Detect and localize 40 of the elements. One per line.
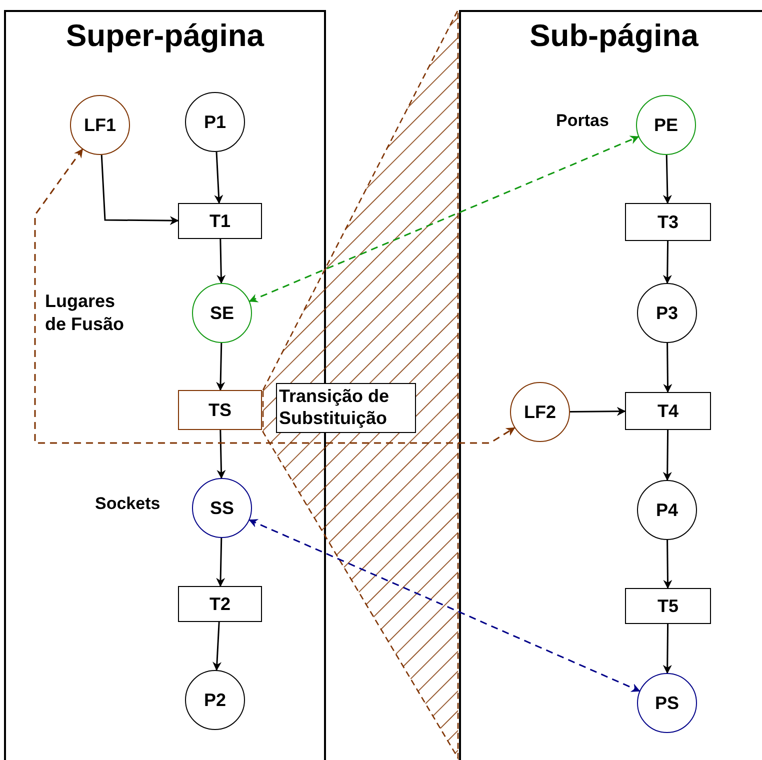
place-circle: P2 [185, 670, 245, 730]
arrow [662, 241, 672, 284]
place-circle: P1 [185, 92, 245, 152]
arrow [663, 540, 672, 589]
arrow [570, 406, 626, 416]
arrow [212, 622, 222, 671]
dashed-arrow [248, 519, 640, 692]
arrow [214, 152, 224, 204]
transition-box: T3 [625, 203, 711, 241]
panel-title: Super-página [64, 18, 266, 54]
transition-box: T2 [178, 586, 262, 622]
place-circle: LF1 [70, 95, 130, 155]
arrow [662, 430, 672, 481]
place-circle: SE [192, 283, 252, 343]
arrow [216, 538, 226, 587]
place-circle: SS [192, 478, 252, 538]
place-circle: P3 [637, 283, 697, 343]
place-circle: P4 [637, 480, 697, 540]
side-label: Sockets [95, 494, 160, 514]
dashed-arrow [248, 136, 640, 302]
arrow [663, 343, 672, 393]
callout-box: Transição de Substituição [276, 383, 416, 433]
transition-box: T5 [625, 588, 711, 624]
transition-box: T4 [625, 392, 711, 430]
place-circle: LF2 [510, 382, 570, 442]
arrow [662, 624, 672, 674]
panel-title: Sub-página [528, 18, 700, 54]
arrow [100, 154, 179, 226]
arrow [216, 238, 226, 284]
place-circle: PS [637, 673, 697, 733]
arrow [216, 342, 226, 391]
place-circle: PE [636, 95, 696, 155]
dashed-arrow [34, 148, 516, 444]
page-panel [459, 10, 762, 760]
arrow [216, 430, 226, 479]
side-label: Portas [556, 111, 609, 131]
edge-label: Lugares de Fusão [45, 290, 126, 336]
arrow [662, 154, 672, 204]
transition-box: T1 [178, 203, 262, 239]
transition-box: TS [178, 390, 262, 430]
